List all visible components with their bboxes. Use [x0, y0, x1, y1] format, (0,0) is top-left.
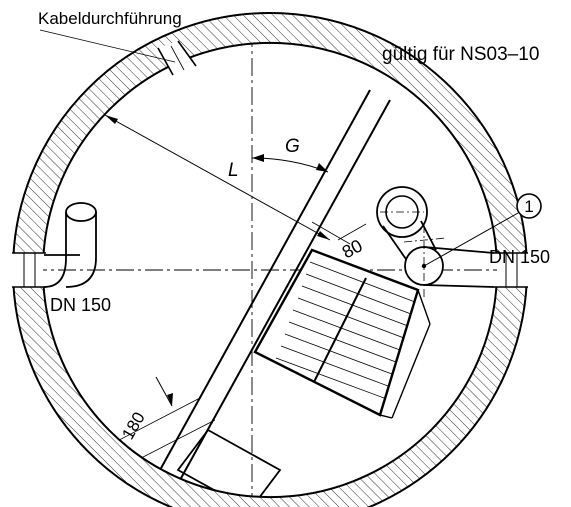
- right-pipe-wall-opening: [494, 252, 528, 288]
- callout-1-number: 1: [524, 197, 533, 216]
- lamella-pack: [253, 248, 431, 419]
- left-pipe-fitting: [43, 202, 97, 288]
- dimension-l-text: L: [228, 160, 239, 181]
- angle-g: [251, 154, 329, 173]
- cable-entry-label: Kabeldurchführung: [38, 9, 182, 28]
- right-pipe-fitting: [376, 186, 495, 300]
- dimension-l: [104, 114, 351, 245]
- pipe-left-label: DN 150: [50, 295, 111, 315]
- left-pipe-wall-opening: [12, 252, 46, 288]
- angle-g-text: G: [285, 136, 300, 157]
- separator-wall-line-left: [159, 89, 371, 471]
- lower-block: [176, 428, 282, 497]
- separator-wall-line-right: [179, 99, 391, 481]
- shaft-wall-ring: [11, 12, 529, 507]
- dimension-80-leader: [337, 223, 367, 241]
- cable-entry-opening: [157, 40, 197, 76]
- validity-note: gültig für NS03–10: [382, 44, 539, 65]
- pipe-right-label: DN 150: [489, 247, 550, 267]
- callout-1: 1: [421, 193, 542, 269]
